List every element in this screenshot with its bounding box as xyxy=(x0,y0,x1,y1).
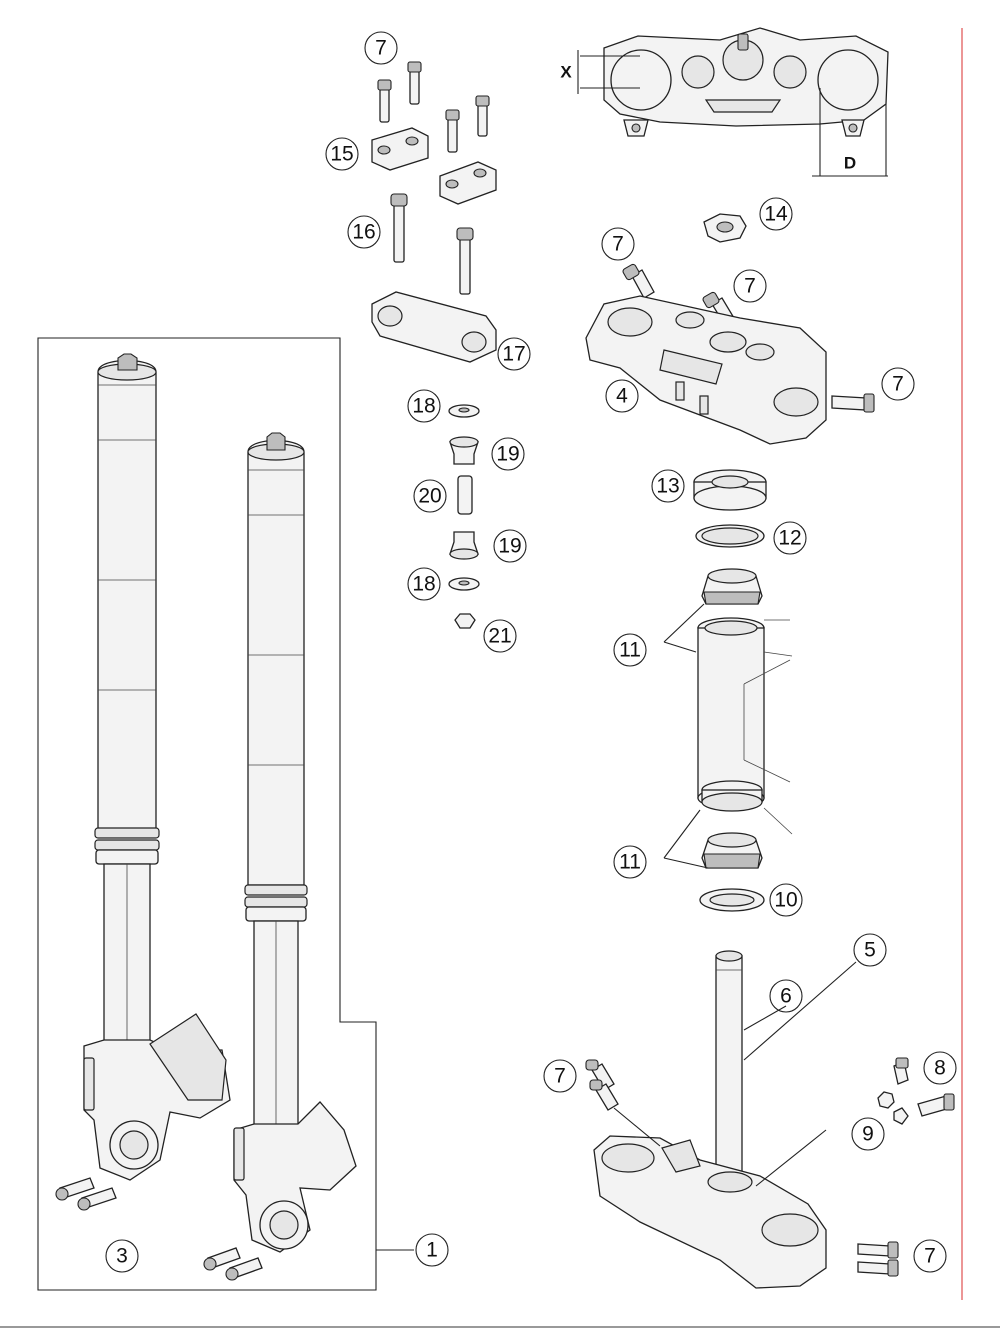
top-nut xyxy=(703,213,747,243)
callout-19-lower: 19 xyxy=(493,529,527,563)
callout-17: 17 xyxy=(497,337,531,371)
svg-text:5: 5 xyxy=(864,939,876,962)
callout-13: 13 xyxy=(651,469,685,503)
fork-assembly-frame xyxy=(37,337,377,1291)
svg-text:7: 7 xyxy=(554,1065,566,1088)
svg-text:18: 18 xyxy=(412,395,435,418)
callout-7-right: 7 xyxy=(881,367,915,401)
svg-text:20: 20 xyxy=(418,485,441,508)
callout-7-mid: 7 xyxy=(733,269,767,303)
lower-triple-clamp xyxy=(593,950,827,1289)
triple-clamp-top-view xyxy=(577,27,889,177)
callout-21: 21 xyxy=(483,619,517,653)
left-leg-bolts xyxy=(55,1177,117,1211)
callout-6: 6 xyxy=(769,979,803,1013)
callout-18-lower: 18 xyxy=(407,567,441,601)
callout-16: 16 xyxy=(347,215,381,249)
svg-text:13: 13 xyxy=(656,475,679,498)
right-leg-bolts xyxy=(203,1247,263,1281)
callout-7-lower-right: 7 xyxy=(913,1239,947,1273)
callout-7-top: 7 xyxy=(364,31,398,65)
svg-text:17: 17 xyxy=(502,343,525,366)
callout-12: 12 xyxy=(773,521,807,555)
svg-text:12: 12 xyxy=(778,527,801,550)
steering-bearings xyxy=(693,469,767,605)
svg-text:8: 8 xyxy=(934,1057,946,1080)
left-fork-leg xyxy=(83,353,231,1181)
callout-11-upper: 11 xyxy=(613,633,647,667)
lower-bearing-set xyxy=(699,780,765,912)
svg-text:7: 7 xyxy=(375,37,387,60)
svg-text:3: 3 xyxy=(116,1245,128,1268)
svg-text:19: 19 xyxy=(498,535,521,558)
callout-9: 9 xyxy=(851,1117,885,1151)
callout-4: 4 xyxy=(605,379,639,413)
handlebar-clamp-lower xyxy=(371,291,497,363)
dimension-x-label: X xyxy=(560,63,572,82)
svg-text:15: 15 xyxy=(330,143,353,166)
callout-10: 10 xyxy=(769,883,803,917)
callout-5: 5 xyxy=(853,933,887,967)
small-parts-stack xyxy=(448,404,480,629)
svg-text:11: 11 xyxy=(619,639,641,662)
upper-triple-clamp xyxy=(585,295,827,445)
svg-text:10: 10 xyxy=(774,889,797,912)
upper-clamp-bolts xyxy=(622,263,875,413)
svg-text:14: 14 xyxy=(764,203,788,226)
svg-text:18: 18 xyxy=(412,573,435,596)
callout-15: 15 xyxy=(325,137,359,171)
callout-8: 8 xyxy=(923,1051,957,1085)
callout-7-left: 7 xyxy=(601,227,635,261)
handlebar-bolts-top xyxy=(377,61,490,153)
svg-text:7: 7 xyxy=(744,275,756,298)
clamp-bolts-long xyxy=(390,193,474,295)
svg-text:11: 11 xyxy=(619,851,641,874)
dimension-d-label: D xyxy=(844,154,856,173)
svg-text:7: 7 xyxy=(612,233,624,256)
svg-text:4: 4 xyxy=(616,385,628,408)
callout-7-lower-left: 7 xyxy=(543,1059,577,1093)
svg-text:7: 7 xyxy=(924,1245,936,1268)
callout-19-upper: 19 xyxy=(491,437,525,471)
handlebar-clamps-upper xyxy=(371,127,497,205)
svg-text:7: 7 xyxy=(892,373,904,396)
svg-text:9: 9 xyxy=(862,1123,874,1146)
svg-text:21: 21 xyxy=(488,625,511,648)
callout-3: 3 xyxy=(105,1239,139,1273)
svg-text:19: 19 xyxy=(496,443,519,466)
callout-18-upper: 18 xyxy=(407,389,441,423)
callout-1: 1 xyxy=(415,1233,449,1267)
svg-text:16: 16 xyxy=(352,221,375,244)
frame-head-tube xyxy=(697,617,793,835)
right-fork-leg xyxy=(233,432,357,1253)
svg-text:6: 6 xyxy=(780,985,792,1008)
lower-clamp-bolts xyxy=(585,1059,899,1277)
bracket-hardware xyxy=(877,1057,955,1125)
callout-14: 14 xyxy=(759,197,793,231)
callout-11-lower: 11 xyxy=(613,845,647,879)
callout-20: 20 xyxy=(413,479,447,513)
svg-text:1: 1 xyxy=(426,1239,438,1262)
